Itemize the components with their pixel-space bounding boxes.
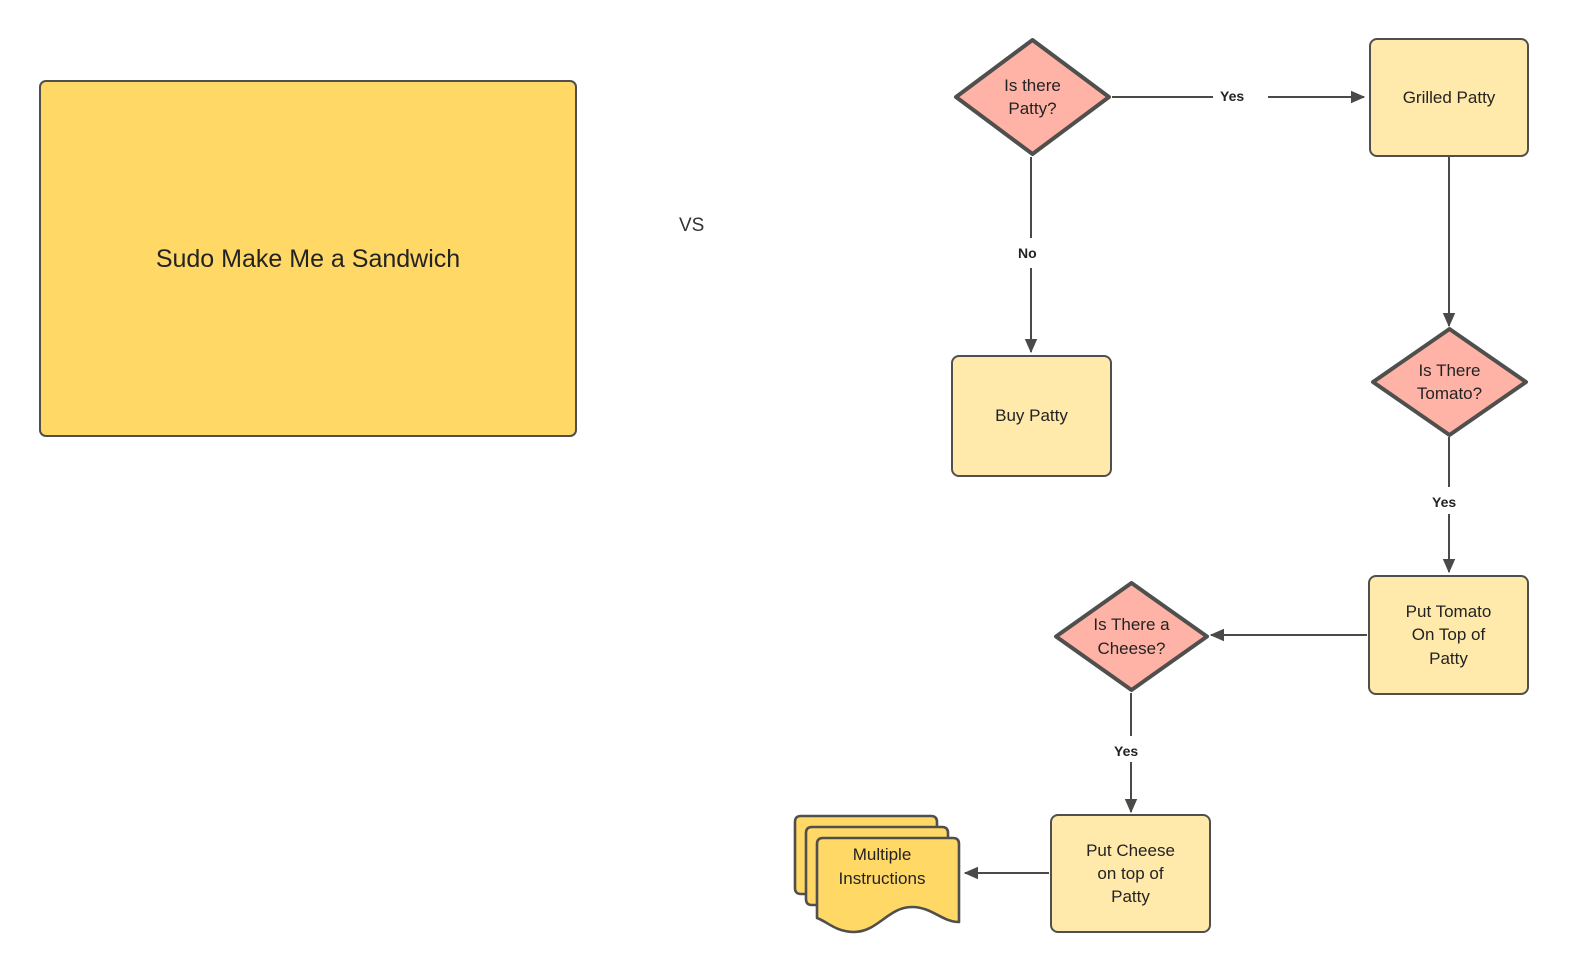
node-label: Is there Patty? (1004, 75, 1061, 118)
node-is-there-tomato[interactable]: Is There Tomato? (1370, 326, 1529, 438)
node-grilled-patty[interactable]: Grilled Patty (1369, 38, 1529, 157)
node-put-cheese-on-top-of-patty[interactable]: Put Cheese on top of Patty (1050, 814, 1211, 933)
node-multiple-instructions[interactable]: Multiple Instructions (792, 810, 962, 935)
node-put-tomato-on-top-of-patty[interactable]: Put Tomato On Top of Patty (1368, 575, 1529, 695)
node-label: Buy Patty (995, 406, 1068, 426)
edge-label-patty-no: No (1018, 245, 1037, 261)
multidocument-shape (793, 814, 961, 934)
node-label: Put Tomato On Top of Patty (1405, 602, 1492, 668)
edge-label-tomato-yes: Yes (1432, 494, 1457, 510)
node-label: Is There Tomato? (1416, 360, 1483, 403)
node-label: Put Cheese on top of Patty (1086, 840, 1175, 907)
node-label: Is There a Cheese? (1093, 615, 1170, 658)
node-label: Sudo Make Me a Sandwich (155, 244, 461, 273)
node-label: Grilled Patty (1402, 87, 1496, 107)
node-is-there-a-cheese[interactable]: Is There a Cheese? (1053, 580, 1210, 693)
diamond-shape (1054, 581, 1209, 692)
node-label: Multiple Instructions (838, 845, 926, 888)
node-sudo-make-me-a-sandwich[interactable]: Sudo Make Me a Sandwich (39, 80, 577, 437)
edge-label-cheese-yes: Yes (1114, 743, 1139, 759)
node-is-there-patty[interactable]: Is there Patty? (953, 37, 1112, 157)
node-buy-patty[interactable]: Buy Patty (951, 355, 1112, 477)
diamond-shape (954, 38, 1111, 156)
diamond-shape (1371, 327, 1528, 437)
edge-label-patty-yes: Yes (1220, 88, 1245, 104)
comparison-vs-label: VS (679, 215, 705, 236)
